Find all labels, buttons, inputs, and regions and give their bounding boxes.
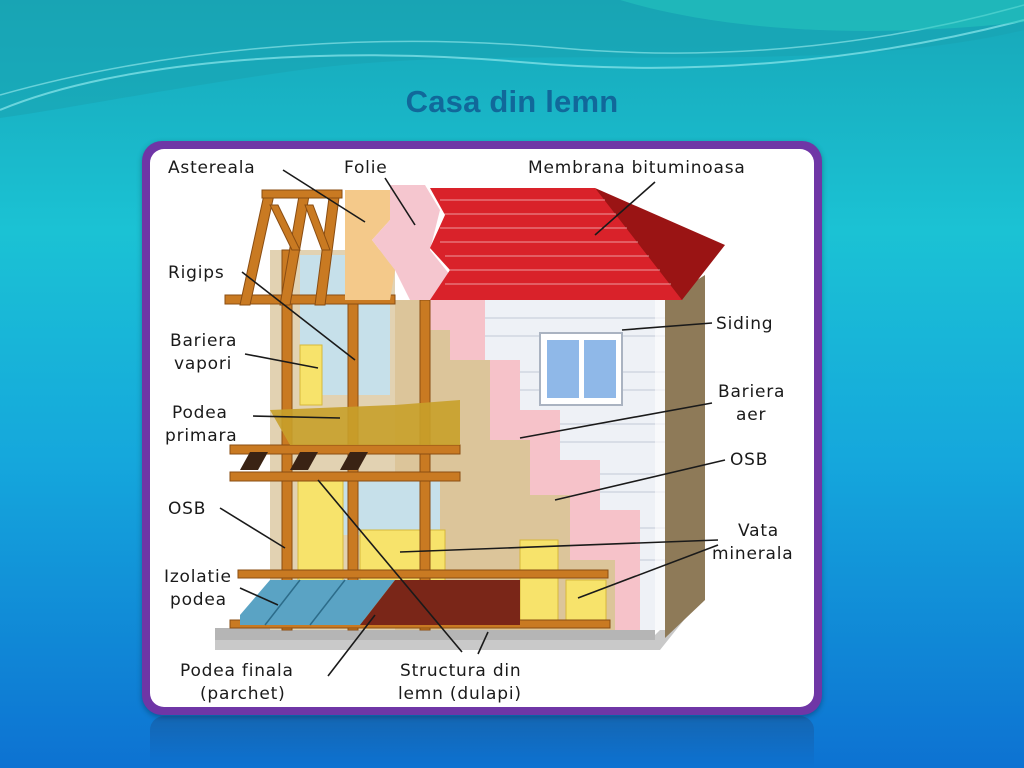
label-vata-minerala-line1: Vata (738, 521, 780, 541)
label-vata-minerala-line2: minerala (712, 544, 794, 564)
label-bariera-vapori-line1: Bariera (170, 331, 238, 351)
label-bariera-vapori-line2: vapori (174, 354, 233, 374)
floor-joists (240, 452, 368, 470)
label-astereala: Astereala (168, 158, 256, 178)
label-membrana-bituminoasa: Membrana bituminoasa (528, 158, 746, 178)
label-podea-finala-line1: Podea finala (180, 661, 294, 681)
label-folie: Folie (344, 158, 388, 178)
parquet-floor (360, 580, 520, 625)
label-structura-line2: lemn (dulapi) (398, 684, 522, 704)
label-podea-finala-line2: (parchet) (200, 684, 286, 704)
label-podea-primara-line2: primara (165, 426, 238, 446)
label-izolatie-podea-line1: Izolatie (164, 567, 232, 587)
label-siding: Siding (716, 314, 774, 334)
label-osb-right: OSB (730, 450, 769, 470)
primary-floor (270, 400, 460, 445)
side-wall (665, 275, 705, 638)
label-bariera-aer-line2: aer (736, 405, 767, 425)
label-rigips: Rigips (168, 263, 225, 283)
label-podea-primara-line1: Podea (172, 403, 228, 423)
slide-title: Casa din lemn (405, 84, 619, 119)
callout-lines (219, 169, 726, 677)
roof-tiles (430, 188, 682, 300)
floor-insulation-tiles (240, 580, 395, 625)
folie-layer (372, 185, 450, 300)
label-izolatie-podea-line2: podea (170, 590, 227, 610)
label-bariera-aer-line1: Bariera (718, 382, 786, 402)
label-structura-line1: Structura din (400, 661, 522, 681)
label-osb-left: OSB (168, 499, 207, 519)
roof-side (595, 188, 725, 300)
